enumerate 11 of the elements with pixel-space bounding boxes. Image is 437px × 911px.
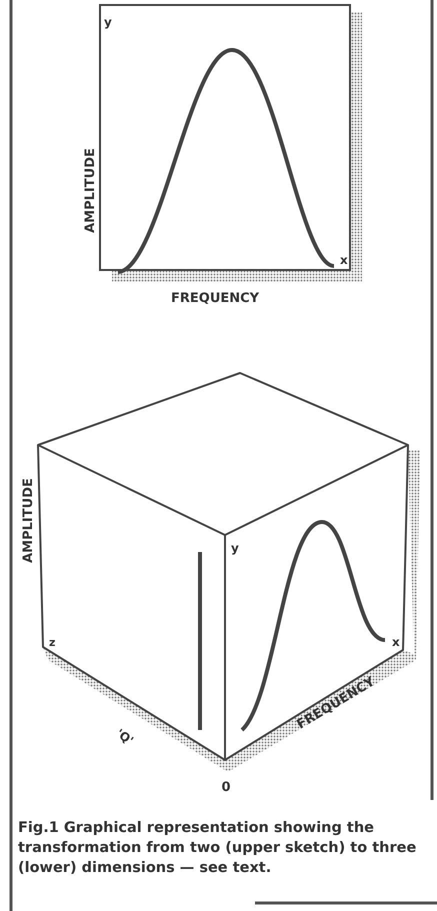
axis-label: y [231, 542, 239, 554]
axis-title: AMPLITUDE [83, 148, 96, 232]
axis-label: z [49, 636, 56, 648]
figure-caption: Fig.1 Graphical representation showing the transformation from two (upper sketch) to three (lower) dimensions — see text. [18, 819, 418, 878]
axis-title: AMPLITUDE [21, 478, 34, 562]
axis-label: x [340, 254, 348, 266]
axis-label: y [104, 16, 112, 28]
axis-label: 0 [222, 780, 231, 794]
axis-label: 'Q' [114, 727, 136, 747]
axis-label: x [392, 636, 400, 648]
axis-title: FREQUENCY [171, 292, 260, 304]
